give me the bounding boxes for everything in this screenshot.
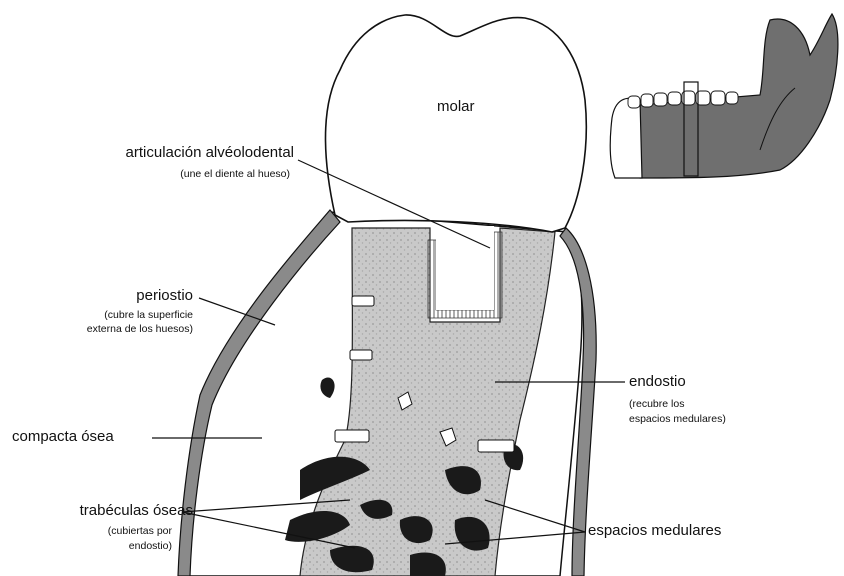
periostio-label: periostio	[136, 287, 193, 304]
trabeculas-note-2: endostio)	[129, 540, 172, 552]
mandible-inset	[610, 14, 838, 178]
endostio-note-2: espacios medulares)	[629, 413, 726, 425]
endostio-note-1: (recubre los	[629, 398, 684, 410]
molar-root	[436, 226, 494, 310]
trabeculas-label: trabéculas óseas	[80, 502, 193, 519]
endostio-label: endostio	[629, 373, 686, 390]
compacta-label: compacta ósea	[12, 428, 114, 445]
trabeculas-note-1: (cubiertas por	[108, 525, 172, 537]
periostio-note-1: (cubre la superficie	[104, 309, 193, 321]
molar-label: molar	[437, 98, 475, 115]
articulacion-label: articulación alvéolodental	[126, 144, 294, 161]
molar-crown	[325, 15, 586, 232]
espacios-label: espacios medulares	[588, 522, 721, 539]
periostio-note-2: externa de los huesos)	[87, 323, 193, 335]
articulacion-note: (une el diente al hueso)	[180, 168, 290, 180]
